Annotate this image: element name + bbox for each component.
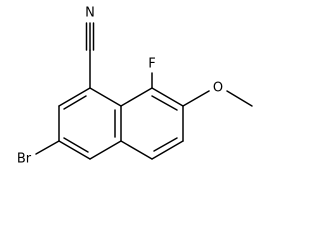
bond-c8-c7 (151, 87, 184, 107)
bond-c3-c4-inner (63, 137, 89, 153)
bond-c6-c5-inner (153, 137, 178, 152)
bond-oxygen-methyl (226, 90, 253, 107)
bond-c3-bromine (35, 140, 60, 155)
bond-c1-c2-inner (63, 95, 87, 110)
atom-label-nitrogen: N (85, 6, 95, 21)
atom-label-oxygen: O (213, 81, 223, 96)
bond-c7-oxygen (182, 90, 210, 107)
bond-c8-c7-inner (151, 95, 178, 111)
bond-c8a-c1 (89, 87, 122, 107)
bond-c8a-c8 (120, 87, 153, 107)
bond-c4-c4a (89, 140, 122, 160)
bond-c3-c4 (58, 140, 91, 160)
bond-c5-c4a (120, 140, 153, 160)
bond-c6-c5 (151, 140, 184, 160)
chemical-structure-diagram: N F O Br (17, 6, 253, 167)
atom-label-bromine: Br (17, 152, 32, 167)
atom-label-fluorine: F (148, 57, 155, 72)
bond-c1-c2 (58, 87, 91, 107)
